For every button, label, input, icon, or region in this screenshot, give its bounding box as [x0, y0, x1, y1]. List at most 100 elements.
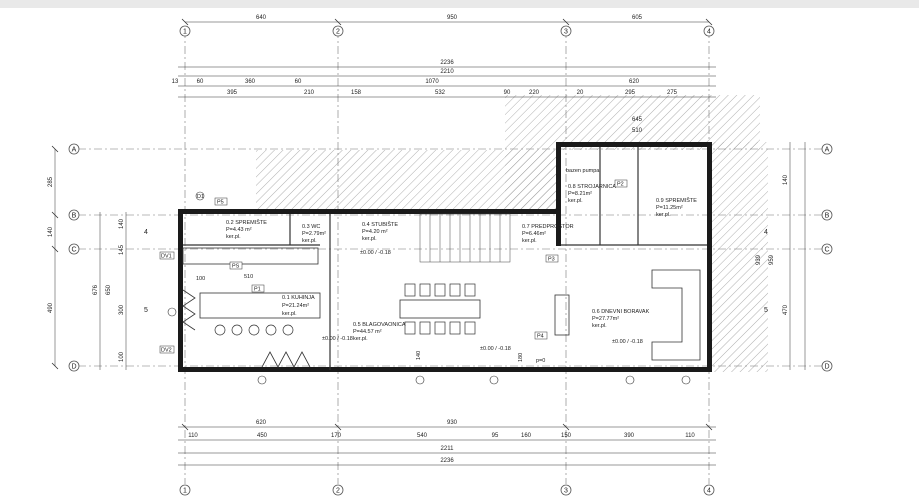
dim-top-row3-6: 620	[629, 79, 640, 85]
axis-right-a: A	[825, 147, 830, 154]
dining-table	[399, 299, 481, 319]
wall-west	[178, 209, 183, 372]
room-blagovaonica-area: P=44.57 m²	[353, 329, 382, 335]
room-stubiste-area: P=4.20 m²	[362, 229, 388, 235]
room-stubiste-title: 0.4 STUBIŠTE	[362, 221, 398, 228]
dim-top-row4-8: 295	[625, 90, 636, 96]
note-100: 100	[196, 276, 205, 282]
room-wc-title: 0.3 WC	[302, 224, 320, 230]
room-strojarnica-title: 0.8 STROJARNICA	[568, 184, 616, 190]
wall-utility-west	[556, 142, 561, 246]
dim-top-row4-5: 90	[504, 90, 511, 96]
dim-left-inner-4: 100	[119, 351, 125, 362]
room-kuhinja-floor: ker.pl.	[282, 311, 297, 317]
room-predprostor-area: P=6.46m²	[522, 231, 546, 237]
coffee-table	[554, 294, 570, 336]
room-predprostor-floor: ker.pl.	[522, 238, 537, 244]
dim-bottom-row2-9: 110	[685, 433, 695, 439]
wall-east	[707, 142, 712, 372]
tag-dv1: DV1	[161, 254, 172, 260]
dim-right-upper-1: 645	[632, 117, 643, 123]
room-blagovaonica-floor: ker.pl.	[353, 336, 368, 342]
tag-p1: P1	[254, 287, 261, 293]
dim-bottom-row2-5: 95	[492, 433, 499, 439]
room-stubiste-floor: ker.pl.	[362, 236, 377, 242]
room-spremiste-2-area: P=11.25m²	[656, 205, 683, 211]
axis-right-c: C	[824, 247, 829, 254]
wall-north-west	[178, 209, 560, 214]
room-wc-floor: ker.pl.	[302, 238, 317, 244]
axis-top-1: 1	[183, 29, 187, 36]
room-kuhinja-title: 0.1 KUHINJA	[282, 295, 315, 301]
room-spremiste-2-floor: ker.pl.	[656, 212, 671, 218]
note-140: 140	[416, 351, 422, 360]
axis-bottom-4: 4	[707, 488, 711, 495]
dim-bottom-row2-8: 390	[624, 433, 635, 439]
dim-top-row4-1: 395	[227, 90, 238, 96]
dim-right-outer-2: 470	[783, 304, 789, 315]
room-blagovaonica-title: 0.5 BLAGOVAONICA	[353, 322, 406, 328]
room-spremiste-floor: ker.pl.	[226, 234, 241, 240]
note-180: 180	[518, 353, 524, 362]
dim-right-small-5: 5	[764, 307, 768, 314]
axis-left-c: C	[71, 247, 76, 254]
west-folding-door	[182, 289, 196, 331]
dim-top-row4-2: 210	[304, 90, 315, 96]
wall-south	[178, 367, 712, 372]
dim-left-inner-1: 140	[119, 218, 125, 229]
dim-bottom-row2-3: 170	[331, 433, 342, 439]
dim-top-axis-3: 605	[632, 15, 643, 21]
axis-top-3: 3	[564, 29, 568, 36]
dim-bottom-row2-7: 150	[561, 433, 572, 439]
room-dnevni-boravak-floor: ker.pl.	[592, 323, 607, 329]
dim-left-mid-2: 650	[106, 284, 112, 295]
room-predprostor-title: 0.7 PREDPROSTOR	[522, 224, 574, 230]
dim-top-row4-3: 158	[351, 90, 362, 96]
kitchen-counter	[182, 247, 319, 265]
axis-left-a: A	[72, 147, 77, 154]
dim-bottom-row2-6: 160	[521, 433, 532, 439]
tag-d1: D1	[197, 194, 204, 200]
dim-bottom-total-outer: 2236	[440, 458, 454, 464]
axis-top-2: 2	[336, 29, 340, 36]
level-marker-4: ±0.00 / -0.18	[612, 339, 643, 345]
axis-left-b: B	[72, 213, 77, 220]
staircase	[419, 213, 511, 263]
level-marker-1: ±0.00 / -0.18	[360, 250, 391, 256]
tag-p5: P5	[217, 200, 224, 206]
dim-bottom-row2-2: 450	[257, 433, 268, 439]
dim-top-row3-1: 13	[172, 79, 179, 85]
room-dnevni-boravak-area: P=27.77m²	[592, 316, 619, 322]
axis-bottom-1: 1	[183, 488, 187, 495]
dim-top-row4-7: 20	[577, 90, 584, 96]
dim-top-row3-3: 360	[245, 79, 256, 85]
dim-top-row4-9: 275	[667, 90, 678, 96]
folding-door	[261, 351, 311, 368]
terrace-hatch-east	[708, 142, 768, 372]
room-wc-area: P=2.79m²	[302, 231, 326, 237]
dim-top-total-outer: 2236	[440, 60, 454, 66]
dim-top-axis-2: 950	[447, 15, 458, 21]
tag-p3: P3	[548, 257, 555, 263]
dim-bottom-row2-1: 110	[188, 433, 198, 439]
dim-right-mid-2: 959	[769, 254, 775, 265]
room-spremiste-title: 0.2 SPREMIŠTE	[226, 219, 267, 226]
dim-right-upper-2: 510	[632, 128, 643, 134]
tag-p2: P2	[617, 182, 624, 188]
dim-left-small-5: 5	[144, 307, 148, 314]
level-marker-2: ±0.00 / -0.18	[322, 336, 353, 342]
dim-left-inner-3: 300	[119, 304, 125, 315]
dim-top-total-inner: 2210	[440, 69, 454, 75]
dim-bottom-row2-4: 540	[417, 433, 428, 439]
dim-left-outer-2: 140	[48, 226, 54, 237]
dim-top-row3-2: 60	[197, 79, 204, 85]
dim-top-axis-1: 640	[256, 15, 267, 21]
dim-bottom-total-inner: 2211	[441, 446, 455, 452]
dim-top-row4-6: 220	[529, 90, 540, 96]
room-note: bazen pumpa	[566, 168, 600, 174]
dim-right-outer-1: 140	[783, 174, 789, 185]
dim-left-small-4: 4	[144, 229, 148, 236]
sofa	[651, 269, 701, 361]
dim-top-row4-4: 532	[435, 90, 446, 96]
